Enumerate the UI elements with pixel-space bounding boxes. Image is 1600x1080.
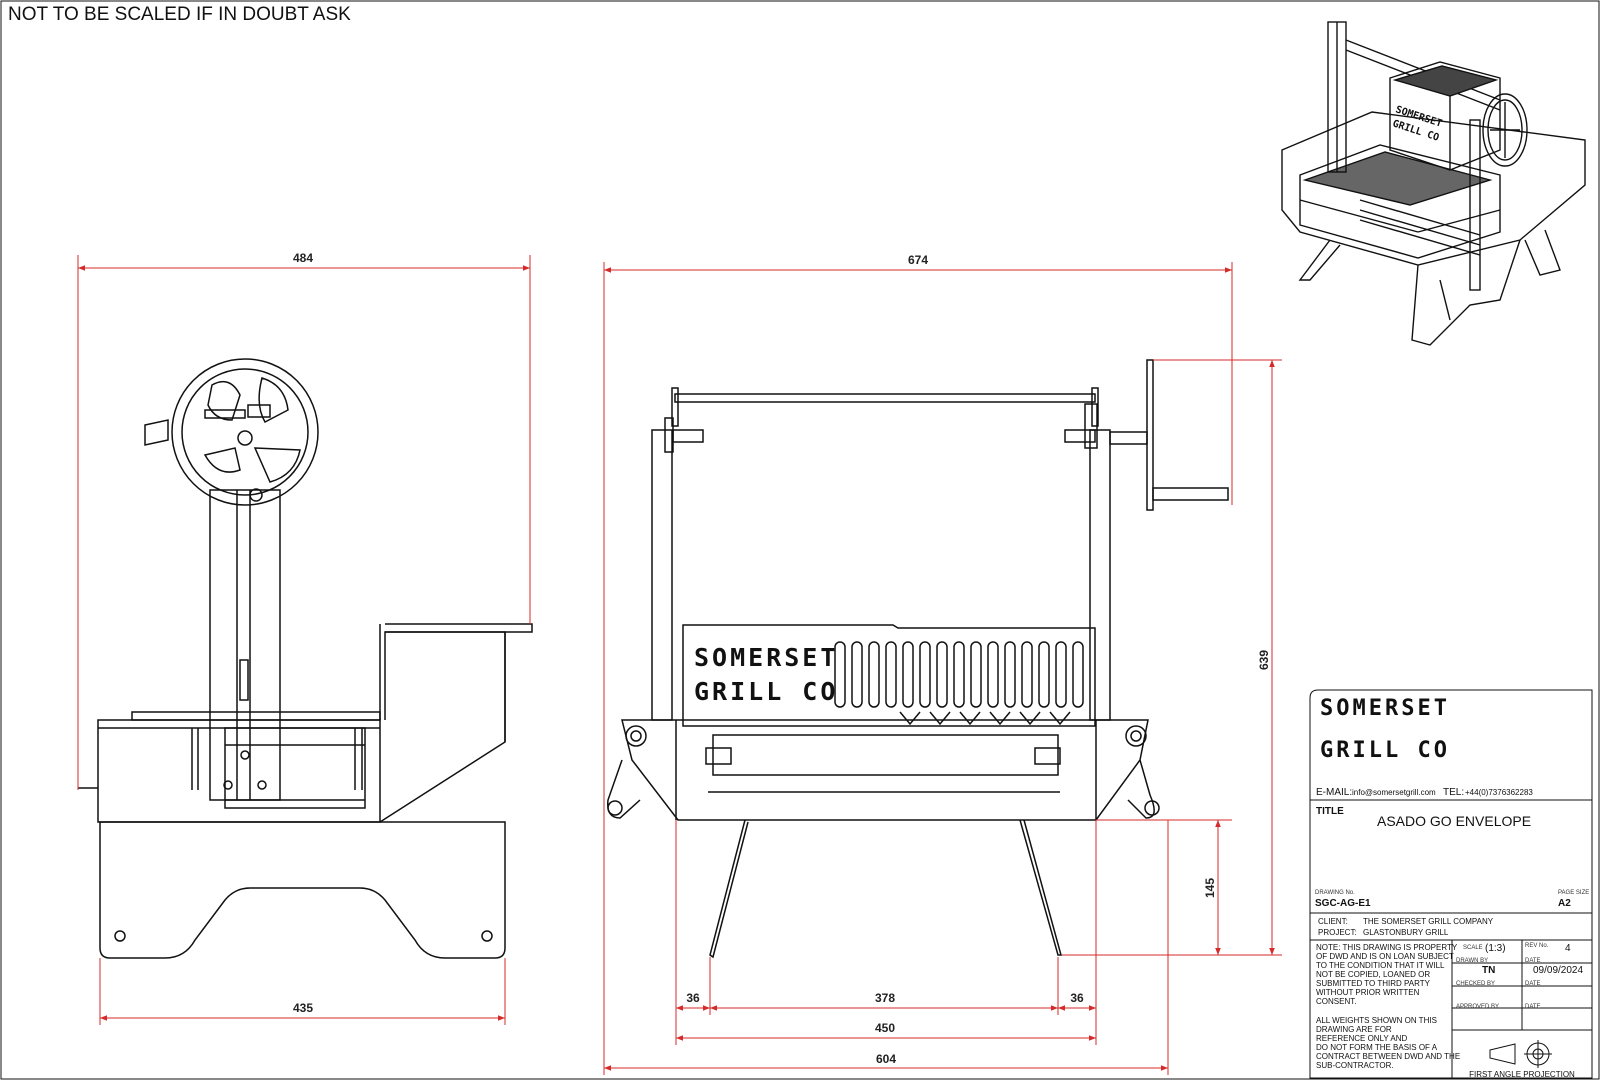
title-block	[1309, 689, 1593, 1079]
tb-note-line: WITHOUT PRIOR WRITTEN	[1316, 988, 1420, 997]
tb-page-size: A2	[1558, 898, 1571, 909]
front-firebox-panel	[682, 624, 1096, 727]
tb-drawn-by: TN	[1482, 965, 1495, 976]
dim-leg-offset-right: 36	[1070, 991, 1084, 1005]
tb-drawing-no-label: DRAWING No.	[1315, 890, 1355, 896]
tb-scale: (1:3)	[1485, 943, 1506, 954]
front-dimensions	[603, 262, 1282, 1075]
tb-weights-line: DRAWING ARE FOR	[1316, 1025, 1392, 1034]
tb-email: info@somersetgrill.com	[1352, 788, 1436, 797]
isometric-view	[1281, 21, 1586, 346]
side-base-hole-right	[481, 930, 493, 942]
side-inner-frame	[224, 727, 366, 809]
front-leg-right	[1019, 819, 1062, 956]
tb-date-label: DATE	[1525, 958, 1541, 964]
tb-approved-by-label: APPROVED BY	[1456, 1004, 1499, 1010]
tb-note-line: TO THE CONDITION THAT IT WILL	[1316, 961, 1445, 970]
tb-project-label: PROJECT:	[1318, 928, 1357, 937]
dim-front-height: 639	[1257, 650, 1271, 670]
tb-note: NOTE: THIS DRAWING IS PROPERTY OF DWD AN…	[1316, 943, 1458, 1006]
tb-note-line: CONSENT.	[1316, 997, 1356, 1006]
side-crank-handle	[144, 419, 169, 446]
tb-page-size-label: PAGE SIZE	[1558, 890, 1589, 896]
dim-front-top: 674	[908, 253, 928, 267]
front-spit-rod	[674, 393, 1096, 403]
tb-weights-line: SUB-CONTRACTOR.	[1316, 1061, 1394, 1070]
tb-company-line1: SOMERSET	[1320, 696, 1450, 721]
front-tray-inner	[712, 734, 1059, 776]
tb-note-line: NOT BE COPIED, LOANED OR	[1316, 970, 1430, 979]
tb-weights-line: CONTRACT BETWEEN DWD AND THE	[1316, 1052, 1460, 1061]
front-vents	[834, 641, 1084, 708]
front-upright-right	[1089, 429, 1111, 721]
front-crank-plate	[1146, 359, 1154, 511]
dim-leg-height: 145	[1203, 878, 1217, 898]
side-dimensions	[77, 255, 531, 1025]
tb-company-line2: GRILL CO	[1320, 738, 1450, 763]
tb-email-label: E-MAIL:	[1316, 787, 1352, 798]
tb-date: 09/09/2024	[1533, 965, 1583, 976]
front-engraving-line2: GRILL CO	[694, 677, 838, 706]
front-chevrons	[899, 711, 1071, 726]
tb-checked-date-label: DATE	[1525, 981, 1541, 987]
tb-note-line: NOTE: THIS DRAWING IS PROPERTY	[1316, 943, 1458, 952]
side-body-box	[97, 719, 381, 823]
dim-inner-width: 378	[875, 991, 895, 1005]
dim-side-bottom: 435	[293, 1001, 313, 1015]
tb-tel: +44(0)7376362283	[1465, 788, 1533, 797]
tb-drawn-by-label: DRAWN BY	[1456, 958, 1488, 964]
tb-note-line: OF DWD AND IS ON LOAN SUBJECT	[1316, 952, 1454, 961]
tb-checked-by-label: CHECKED BY	[1456, 981, 1495, 987]
tb-title-label: TITLE	[1316, 806, 1344, 817]
header-note: NOT TO BE SCALED IF IN DOUBT ASK	[8, 4, 351, 25]
side-base-hole-left	[114, 930, 126, 942]
tb-rev-label: REV No.	[1525, 943, 1549, 949]
side-upright-post	[209, 489, 281, 801]
side-wheel-hub	[237, 430, 253, 446]
dim-base-width: 450	[875, 1021, 895, 1035]
front-crank-handle	[1152, 487, 1229, 501]
tb-approved-date-label: DATE	[1525, 1004, 1541, 1010]
tb-client-label: CLIENT:	[1318, 917, 1348, 926]
tb-drawing-no: SGC-AG-E1	[1315, 898, 1371, 909]
iso-leg-left	[1298, 239, 1341, 281]
iso-basket	[1389, 61, 1501, 171]
tb-weights-line: ALL WEIGHTS SHOWN ON THIS	[1316, 1016, 1437, 1025]
iso-wheel	[1482, 93, 1528, 167]
tb-rev: 4	[1565, 943, 1571, 954]
tb-weights-line: REFERENCE ONLY AND	[1316, 1034, 1408, 1043]
tb-note-line: SUBMITTED TO THIRD PARTY	[1316, 979, 1431, 988]
tb-project: GLASTONBURY GRILL	[1363, 928, 1449, 937]
side-sloped-front	[379, 631, 506, 823]
dim-overall-width: 604	[876, 1052, 896, 1066]
tb-scale-label: SCALE	[1463, 945, 1483, 951]
tb-title: ASADO GO ENVELOPE	[1377, 813, 1531, 829]
tb-tel-label: TEL:	[1443, 787, 1464, 798]
side-base-plate	[99, 821, 506, 959]
dim-side-top: 484	[293, 251, 313, 265]
tb-client: THE SOMERSET GRILL COMPANY	[1363, 917, 1494, 926]
tb-weights-line: DO NOT FORM THE BASIS OF A	[1316, 1043, 1438, 1052]
side-wheel	[171, 358, 319, 506]
front-upright-left	[651, 429, 673, 721]
front-leg-left	[709, 819, 749, 959]
tb-weights-note: ALL WEIGHTS SHOWN ON THIS DRAWING ARE FO…	[1316, 1016, 1460, 1070]
tb-projection: FIRST ANGLE PROJECTION	[1469, 1070, 1575, 1079]
side-view	[78, 358, 533, 959]
dim-leg-offset-left: 36	[686, 991, 700, 1005]
front-engraving-line1: SOMERSET	[694, 643, 838, 672]
